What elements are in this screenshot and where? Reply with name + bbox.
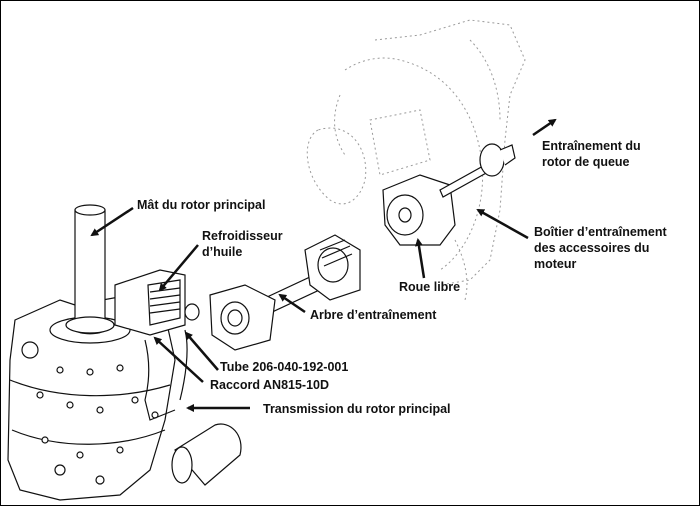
arrow-tube [184,331,219,371]
arrow-drive-shaft [278,293,306,314]
label-oil-cooler-line2: d’huile [202,245,243,259]
arrow-oil-cooler [158,244,199,292]
label-main-transmission: Transmission du rotor principal [263,402,451,416]
label-drive-shaft: Arbre d’entraînement [310,308,437,322]
label-accessory-gearbox-line2: des accessoires du [534,241,650,255]
freewheel-unit [382,143,516,246]
arrow-accessory-gearbox [476,208,529,240]
drive-shaft-assembly [209,234,361,351]
label-tube: Tube 206-040-192-001 [220,360,349,374]
arrow-freewheel [414,238,426,279]
label-accessory-gearbox-line1: Boîtier d’entraînement [534,225,667,239]
main-transmission [7,294,176,501]
label-tail-rotor-line1: Entraînement du [542,139,641,153]
callout-arrows [90,118,557,412]
label-main-rotor-mast: Mât du rotor principal [137,198,266,212]
oil-cooler [114,269,200,421]
label-freewheel: Roue libre [399,280,461,294]
main-rotor-mast [65,204,115,335]
engine-outline [306,19,526,301]
arrow-tail-rotor [532,118,557,137]
label-accessory-gearbox-line3: moteur [534,257,577,271]
accessory-motor [171,423,242,486]
label-oil-cooler-line1: Refroidisseur [202,229,283,243]
label-fitting: Raccord AN815-10D [210,378,330,392]
arrow-fitting [153,336,204,383]
arrow-mast [90,206,134,237]
label-tail-rotor-line2: rotor de queue [542,155,630,169]
